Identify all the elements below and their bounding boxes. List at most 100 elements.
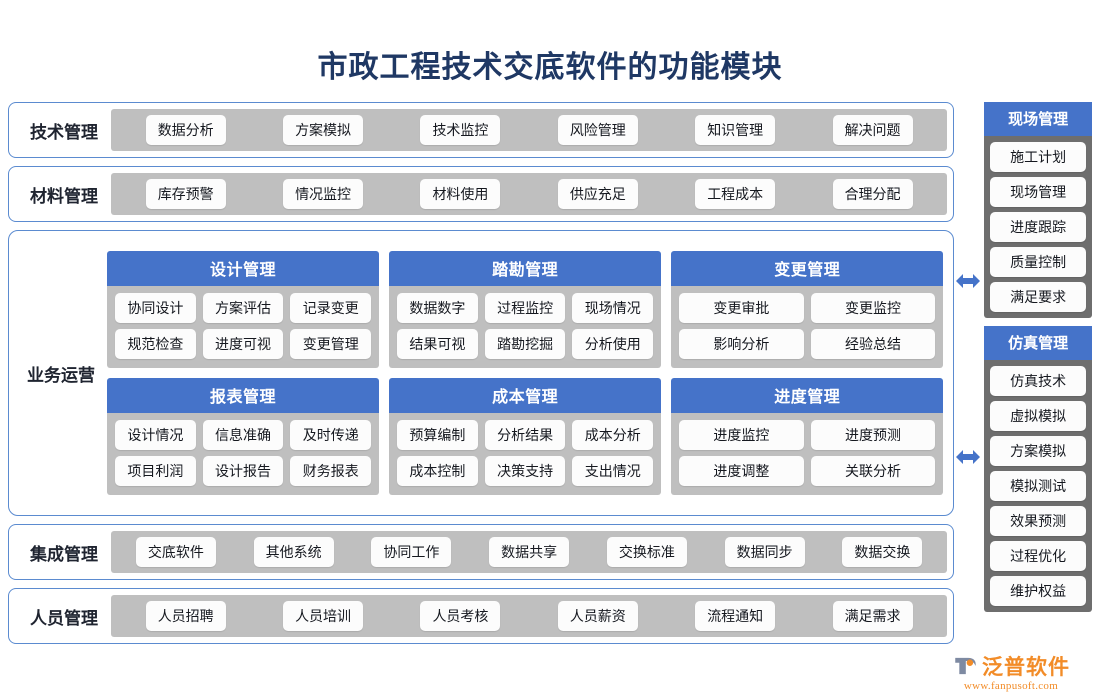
module-item[interactable]: 数据数字 <box>397 293 478 323</box>
module-design-management[interactable]: 设计管理 协同设计 方案评估 记录变更 规范检查 进度可视 变更管理 <box>107 251 380 368</box>
row-item[interactable]: 其他系统 <box>253 537 334 567</box>
row-integration-management[interactable]: 集成管理 交底软件 其他系统 协同工作 数据共享 交换标准 数据同步 数据交换 <box>8 524 955 580</box>
module-item[interactable]: 进度调整 <box>679 456 804 486</box>
module-title: 踏勘管理 <box>389 251 662 286</box>
right-sidebar: 现场管理 施工计划 现场管理 进度跟踪 质量控制 满足要求 仿真管理 仿真技术 … <box>984 102 1092 612</box>
row-material-management[interactable]: 材料管理 库存预警 情况监控 材料使用 供应充足 工程成本 合理分配 <box>8 166 955 222</box>
row-item[interactable]: 交底软件 <box>135 537 216 567</box>
row-item[interactable]: 风险管理 <box>557 115 638 145</box>
sidebar-item[interactable]: 方案模拟 <box>990 436 1086 466</box>
module-item[interactable]: 进度可视 <box>202 329 284 359</box>
connector-column <box>954 102 982 644</box>
row-item[interactable]: 知识管理 <box>695 115 776 145</box>
module-body: 预算编制 分析结果 成本分析 成本控制 决策支持 支出情况 <box>389 413 662 495</box>
sidebar-item[interactable]: 施工计划 <box>990 142 1086 172</box>
module-item[interactable]: 过程监控 <box>484 293 566 323</box>
module-item[interactable]: 规范检查 <box>115 329 196 359</box>
module-item[interactable]: 财务报表 <box>290 456 372 486</box>
row-item[interactable]: 供应充足 <box>557 179 638 209</box>
module-progress-management[interactable]: 进度管理 进度监控 进度预测 进度调整 关联分析 <box>671 378 944 495</box>
module-item[interactable]: 现场情况 <box>572 293 654 323</box>
module-body: 变更审批 变更监控 影响分析 经验总结 <box>671 286 944 368</box>
logo-text: 泛普软件 <box>982 656 1070 679</box>
row-items-strip: 库存预警 情况监控 材料使用 供应充足 工程成本 合理分配 <box>111 173 948 215</box>
sidebar-item[interactable]: 仿真技术 <box>990 366 1086 396</box>
module-item[interactable]: 设计报告 <box>202 456 284 486</box>
module-item[interactable]: 记录变更 <box>290 293 372 323</box>
row-item[interactable]: 流程通知 <box>695 601 776 631</box>
module-item[interactable]: 分析结果 <box>484 420 566 450</box>
row-item[interactable]: 人员培训 <box>283 601 364 631</box>
row-item[interactable]: 数据同步 <box>724 537 805 567</box>
module-item[interactable]: 项目利润 <box>115 456 196 486</box>
sidebar-item[interactable]: 模拟测试 <box>990 471 1086 501</box>
module-item[interactable]: 进度预测 <box>810 420 936 450</box>
module-item[interactable]: 分析使用 <box>572 329 654 359</box>
module-cost-management[interactable]: 成本管理 预算编制 分析结果 成本分析 成本控制 决策支持 支出情况 <box>389 378 662 495</box>
module-item[interactable]: 关联分析 <box>810 456 936 486</box>
sidebar-item[interactable]: 虚拟模拟 <box>990 401 1086 431</box>
row-item[interactable]: 工程成本 <box>695 179 776 209</box>
row-item[interactable]: 人员薪资 <box>557 601 638 631</box>
row-item[interactable]: 交换标准 <box>606 537 687 567</box>
module-change-management[interactable]: 变更管理 变更审批 变更监控 影响分析 经验总结 <box>671 251 944 368</box>
module-item[interactable]: 信息准确 <box>202 420 284 450</box>
module-report-management[interactable]: 报表管理 设计情况 信息准确 及时传递 项目利润 设计报告 财务报表 <box>107 378 380 495</box>
module-item[interactable]: 设计情况 <box>115 420 196 450</box>
row-item[interactable]: 解决问题 <box>832 115 913 145</box>
module-item[interactable]: 支出情况 <box>572 456 654 486</box>
module-survey-management[interactable]: 踏勘管理 数据数字 过程监控 现场情况 结果可视 踏勘挖掘 分析使用 <box>389 251 662 368</box>
logo-url: www.fanpusoft.com <box>963 680 1059 692</box>
module-item[interactable]: 变更审批 <box>679 293 804 323</box>
module-item[interactable]: 结果可视 <box>397 329 478 359</box>
module-item[interactable]: 影响分析 <box>679 329 804 359</box>
row-item[interactable]: 技术监控 <box>420 115 501 145</box>
sidebar-item[interactable]: 满足要求 <box>990 282 1086 312</box>
row-technology-management[interactable]: 技术管理 数据分析 方案模拟 技术监控 风险管理 知识管理 解决问题 <box>8 102 955 158</box>
module-item[interactable]: 踏勘挖掘 <box>484 329 566 359</box>
row-item[interactable]: 数据分析 <box>145 115 226 145</box>
sidebar-panel-site-management[interactable]: 现场管理 施工计划 现场管理 进度跟踪 质量控制 满足要求 <box>984 102 1092 318</box>
module-item[interactable]: 协同设计 <box>115 293 196 323</box>
sidebar-item[interactable]: 进度跟踪 <box>990 212 1086 242</box>
module-item[interactable]: 进度监控 <box>679 420 804 450</box>
row-personnel-management[interactable]: 人员管理 人员招聘 人员培训 人员考核 人员薪资 流程通知 满足需求 <box>8 588 955 644</box>
row-item[interactable]: 数据共享 <box>489 537 570 567</box>
row-item[interactable]: 材料使用 <box>420 179 501 209</box>
row-item[interactable]: 人员招聘 <box>145 601 226 631</box>
row-item[interactable]: 合理分配 <box>832 179 913 209</box>
sidebar-item[interactable]: 过程优化 <box>990 541 1086 571</box>
module-row: 数据数字 过程监控 现场情况 <box>397 293 654 323</box>
row-item[interactable]: 满足需求 <box>832 601 913 631</box>
module-row: 设计情况 信息准确 及时传递 <box>115 420 372 450</box>
module-item[interactable]: 及时传递 <box>290 420 372 450</box>
sidebar-panel-title: 现场管理 <box>984 102 1092 136</box>
module-item[interactable]: 经验总结 <box>810 329 936 359</box>
row-label: 集成管理 <box>30 544 98 564</box>
row-items-strip: 交底软件 其他系统 协同工作 数据共享 交换标准 数据同步 数据交换 <box>111 531 948 573</box>
module-item[interactable]: 决策支持 <box>484 456 566 486</box>
module-item[interactable]: 成本分析 <box>572 420 654 450</box>
row-item[interactable]: 人员考核 <box>420 601 501 631</box>
module-row: 进度监控 进度预测 <box>679 420 936 450</box>
sidebar-item[interactable]: 维护权益 <box>990 576 1086 606</box>
module-item[interactable]: 变更监控 <box>810 293 936 323</box>
sidebar-item[interactable]: 质量控制 <box>990 247 1086 277</box>
module-item[interactable]: 变更管理 <box>290 329 372 359</box>
row-item[interactable]: 协同工作 <box>371 537 452 567</box>
module-row: 项目利润 设计报告 财务报表 <box>115 456 372 486</box>
module-title: 成本管理 <box>389 378 662 413</box>
row-item[interactable]: 数据交换 <box>842 537 923 567</box>
sidebar-item[interactable]: 现场管理 <box>990 177 1086 207</box>
row-item[interactable]: 方案模拟 <box>283 115 364 145</box>
module-item[interactable]: 成本控制 <box>397 456 478 486</box>
row-item[interactable]: 库存预警 <box>145 179 226 209</box>
sidebar-item[interactable]: 效果预测 <box>990 506 1086 536</box>
row-items-strip: 人员招聘 人员培训 人员考核 人员薪资 流程通知 满足需求 <box>111 595 948 637</box>
module-item[interactable]: 方案评估 <box>202 293 284 323</box>
double-arrow-icon <box>956 450 981 464</box>
module-row: 规范检查 进度可视 变更管理 <box>115 329 372 359</box>
row-item[interactable]: 情况监控 <box>283 179 364 209</box>
module-item[interactable]: 预算编制 <box>397 420 478 450</box>
sidebar-panel-simulation-management[interactable]: 仿真管理 仿真技术 虚拟模拟 方案模拟 模拟测试 效果预测 过程优化 维护权益 <box>984 326 1092 612</box>
